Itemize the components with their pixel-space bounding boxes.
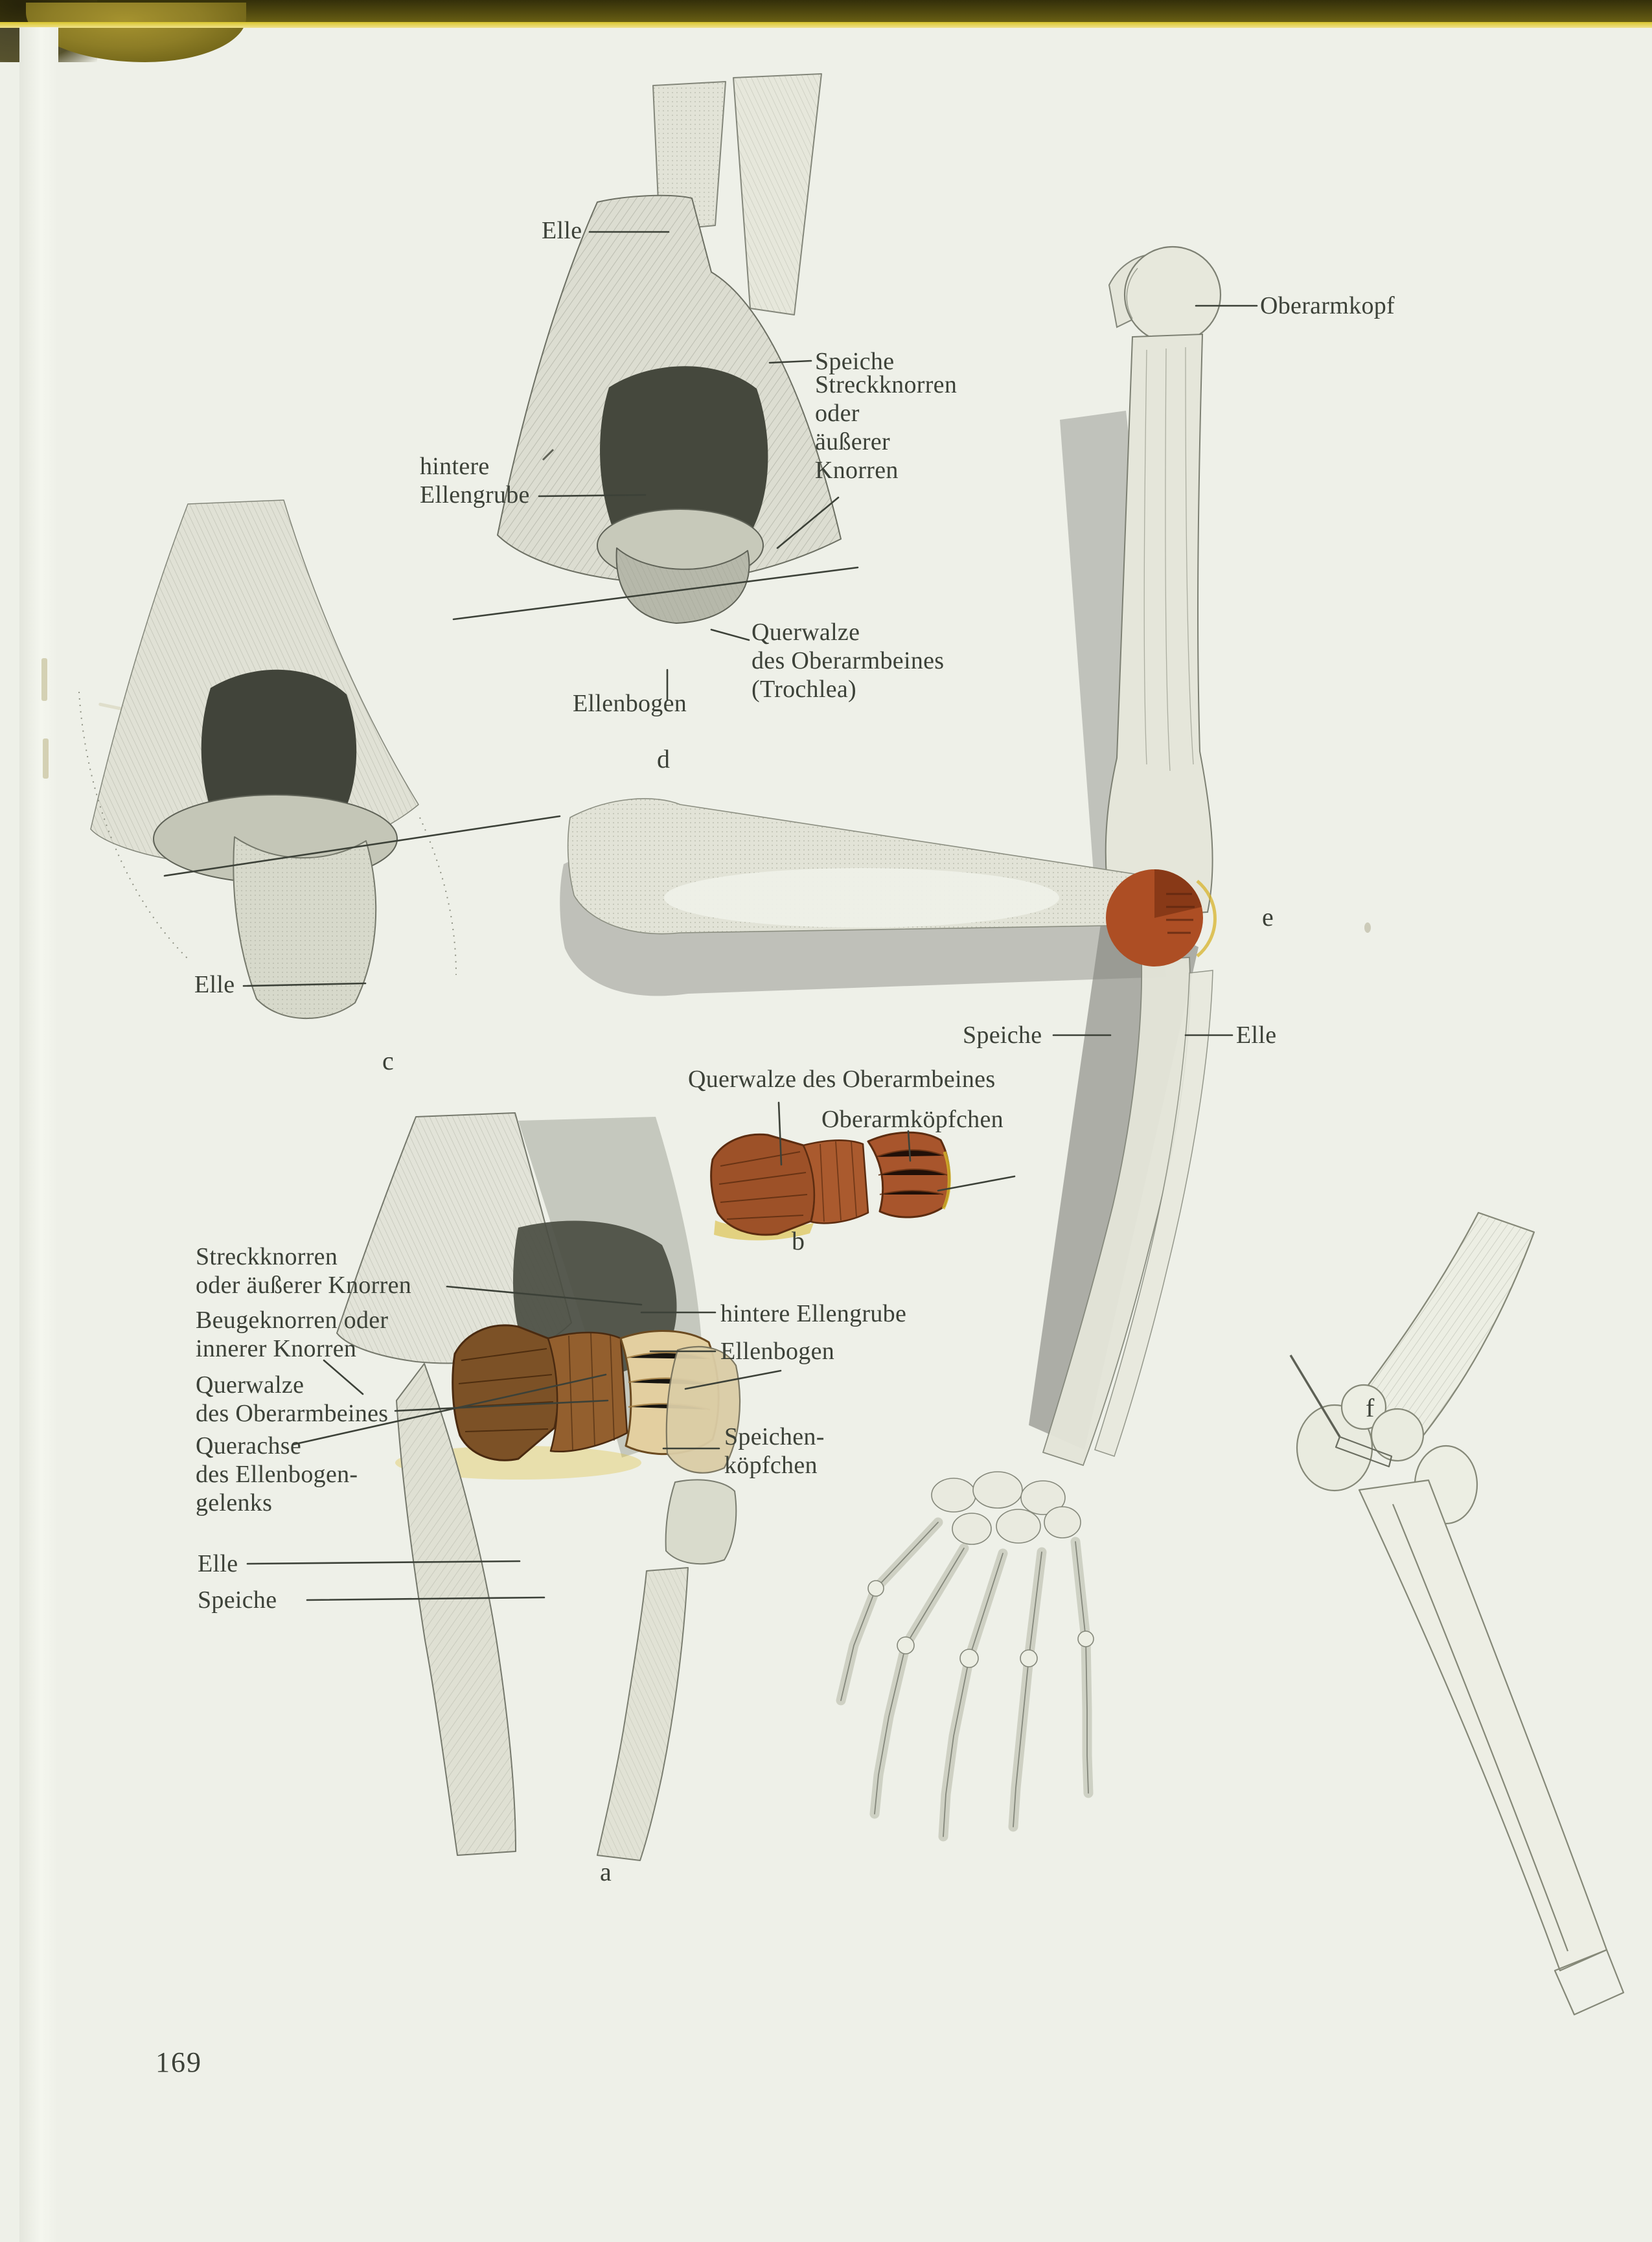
label-oberarmkoepfchen-b: Oberarmköpfchen	[821, 1106, 1004, 1133]
page-number: 169	[155, 2046, 202, 2078]
label-elle-c: Elle	[194, 971, 235, 998]
label-ellenbogen-d: Ellenbogen	[573, 690, 687, 717]
binding-thread-mark	[41, 658, 47, 701]
figure-a-lateral-elbow	[336, 1112, 741, 1861]
label-speichenkoepfchen-a: Speichen- köpfchen	[724, 1423, 825, 1479]
figure-letter-a: a	[600, 1857, 612, 1886]
figure-letter-c: c	[382, 1046, 394, 1075]
figure-letter-b: b	[792, 1226, 805, 1255]
label-speiche-e: Speiche	[963, 1022, 1042, 1049]
label-hintere-ellengrube-a: hintere Ellengrube	[720, 1300, 907, 1327]
figure-b-trochlea	[710, 1131, 951, 1241]
print-speck	[1364, 922, 1371, 933]
binding-thread-mark	[43, 738, 49, 779]
book-top-edge	[0, 0, 1652, 23]
label-elle-a: Elle	[198, 1550, 238, 1577]
label-ellenbogen-a: Ellenbogen	[720, 1338, 835, 1365]
figure-f-elbow-axis	[1289, 1211, 1625, 2016]
label-streckknorren-d: Streckknorren oder äußerer Knorren	[815, 371, 958, 484]
label-querwalze-b: Querwalze des Oberarmbeines	[688, 1066, 996, 1093]
figure-c-posterior-elbow	[78, 499, 457, 1019]
label-streckknorren-a: Streckknorren oder äußerer Knorren	[196, 1243, 412, 1299]
label-oberarmkopf-e: Oberarmkopf	[1260, 292, 1395, 319]
figure-e-arm-flexion	[560, 246, 1222, 1842]
label-querwalze-a: Querwalze des Oberarmbeines	[196, 1371, 389, 1427]
hand-skeleton	[931, 1471, 1081, 1545]
label-querwalze-trochlea-d: Querwalze des Oberarmbeines (Trochlea)	[751, 619, 945, 703]
label-elle-d: Elle	[542, 217, 582, 244]
leader-lines	[163, 231, 1258, 1601]
figure-d-posterior-elbow	[497, 73, 842, 624]
label-speiche-d: Speiche	[815, 348, 895, 375]
page-gutter-seam	[19, 27, 58, 2242]
figure-letter-e: e	[1262, 902, 1274, 932]
hand-fingers	[836, 1517, 1094, 1842]
label-elle-e: Elle	[1236, 1022, 1277, 1049]
label-beugeknorren-a: Beugeknorren oder innerer Knorren	[196, 1307, 389, 1362]
label-hintere-ellengrube-d: hintere Ellengrube	[420, 453, 530, 509]
label-speiche-a: Speiche	[198, 1586, 277, 1614]
figure-letter-d: d	[657, 744, 670, 773]
label-querachse-a: Querachse des Ellenbogen- gelenks	[196, 1432, 358, 1516]
figure-letter-f: f	[1366, 1393, 1375, 1423]
book-edge-gilt-line	[0, 22, 1652, 28]
